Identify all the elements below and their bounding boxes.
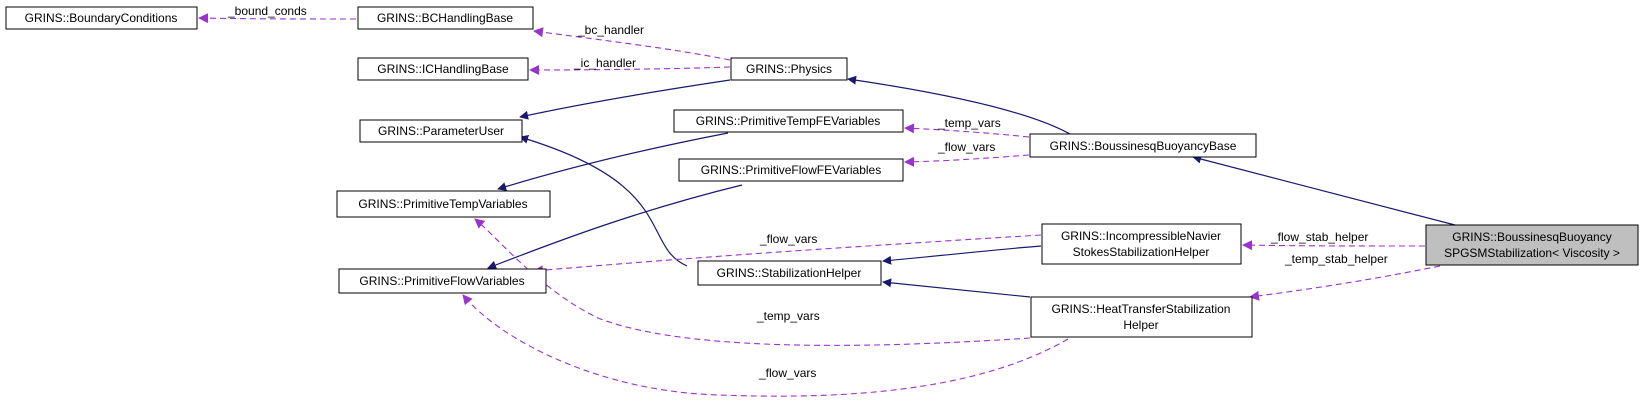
node-bc-handling-base[interactable]: GRINS::BCHandlingBase (357, 6, 534, 30)
node-boussinesq-buoyancy-base[interactable]: GRINS::BoussinesqBuoyancyBase (1029, 133, 1257, 158)
edge-label-temp-vars-ht: _temp_vars (756, 309, 820, 323)
node-primitive-flow-fe-variables[interactable]: GRINS::PrimitiveFlowFEVariables (678, 158, 904, 182)
node-label: GRINS::ParameterUser (378, 124, 504, 138)
node-incompressible-navier-stokes-stabilization-helper[interactable]: GRINS::IncompressibleNavier StokesStabil… (1041, 223, 1242, 265)
edge-label-bound-conds: _bound_conds (227, 4, 307, 18)
edge-spgsm-to-ht-helper (1249, 265, 1441, 301)
node-label-line-1: GRINS::HeatTransferStabilization (1052, 302, 1231, 316)
edge-labels: _bound_conds _bc_handler _ic_handler _te… (227, 4, 1388, 380)
node-label: GRINS::PrimitiveFlowFEVariables (701, 163, 881, 177)
edge-label-flow-vars-ins: _flow_vars (759, 232, 817, 246)
edge-ins-helper-to-stabilization-helper (882, 245, 1042, 265)
node-label: GRINS::BCHandlingBase (377, 11, 513, 25)
node-label: GRINS::PrimitiveTempFEVariables (696, 114, 881, 128)
node-boussinesq-buoyancy-spgsm-stabilization[interactable]: GRINS::BoussinesqBuoyancy SPGSMStabiliza… (1425, 224, 1639, 266)
edge-physics-to-bc-handling (533, 27, 731, 61)
edge-stabilization-helper-to-parameter-user (519, 135, 688, 267)
edge-ht-helper-to-primitive-temp (474, 218, 1031, 346)
edge-bc-handling-to-boundary-conditions (198, 13, 357, 24)
edge-ins-helper-to-primitive-flow (533, 234, 1042, 276)
node-label-line-1: GRINS::IncompressibleNavier (1061, 229, 1221, 243)
node-label-line-1: GRINS::BoussinesqBuoyancy (1452, 230, 1611, 244)
edge-label-flow-vars-ht: _flow_vars (758, 366, 816, 380)
node-primitive-temp-variables[interactable]: GRINS::PrimitiveTempVariables (336, 190, 551, 218)
edge-primitive-temp-fe-to-primitive-temp (497, 132, 729, 191)
edge-label-flow-vars-fe: _flow_vars (937, 140, 995, 154)
node-label: GRINS::ICHandlingBase (377, 62, 509, 76)
node-label-line-2: Helper (1123, 318, 1158, 332)
edge-label-flow-stab-helper: _flow_stab_helper (1270, 230, 1368, 244)
edge-label-temp-vars-fe: _temp_vars (937, 116, 1001, 130)
usage-edges (198, 13, 1441, 397)
edge-spgsm-to-boussinesq-base (1192, 154, 1456, 226)
node-label: GRINS::PrimitiveFlowVariables (359, 274, 524, 288)
node-boundary-conditions[interactable]: GRINS::BoundaryConditions (5, 6, 198, 30)
edge-label-bc-handler: _bc_handler (577, 23, 644, 37)
node-parameter-user[interactable]: GRINS::ParameterUser (359, 119, 523, 143)
node-label: GRINS::BoundaryConditions (25, 11, 178, 25)
node-primitive-flow-variables[interactable]: GRINS::PrimitiveFlowVariables (338, 268, 547, 294)
edge-physics-to-ic-handling (529, 64, 731, 75)
node-label-line-2: StokesStabilizationHelper (1073, 245, 1210, 259)
node-primitive-temp-fe-variables[interactable]: GRINS::PrimitiveTempFEVariables (673, 109, 904, 133)
edge-boussinesq-base-to-primitive-flow-fe (904, 154, 1030, 167)
edge-spgsm-to-ins-helper (1242, 240, 1426, 251)
node-heat-transfer-stabilization-helper[interactable]: GRINS::HeatTransferStabilization Helper (1030, 296, 1253, 338)
edge-boussinesq-base-to-physics (847, 75, 1071, 135)
edge-primitive-flow-fe-to-primitive-flow (487, 184, 743, 270)
node-stabilization-helper[interactable]: GRINS::StabilizationHelper (697, 260, 882, 286)
edge-physics-to-parameter-user (519, 79, 731, 120)
edge-boussinesq-base-to-primitive-temp-fe (904, 123, 1030, 138)
node-ic-handling-base[interactable]: GRINS::ICHandlingBase (357, 57, 529, 81)
node-label: GRINS::StabilizationHelper (717, 266, 862, 280)
edge-label-temp-stab-helper: _temp_stab_helper (1284, 252, 1388, 266)
node-label: GRINS::PrimitiveTempVariables (358, 197, 527, 211)
node-label: GRINS::Physics (746, 62, 832, 76)
edge-label-ic-handler: _ic_handler (573, 56, 636, 70)
edge-ht-helper-to-stabilization-helper (882, 278, 1031, 298)
node-label-line-2: SPGSMStabilization< Viscosity > (1444, 246, 1620, 260)
inheritance-edges (487, 75, 1456, 298)
node-label: GRINS::BoussinesqBuoyancyBase (1050, 139, 1237, 153)
node-physics[interactable]: GRINS::Physics (730, 57, 848, 81)
